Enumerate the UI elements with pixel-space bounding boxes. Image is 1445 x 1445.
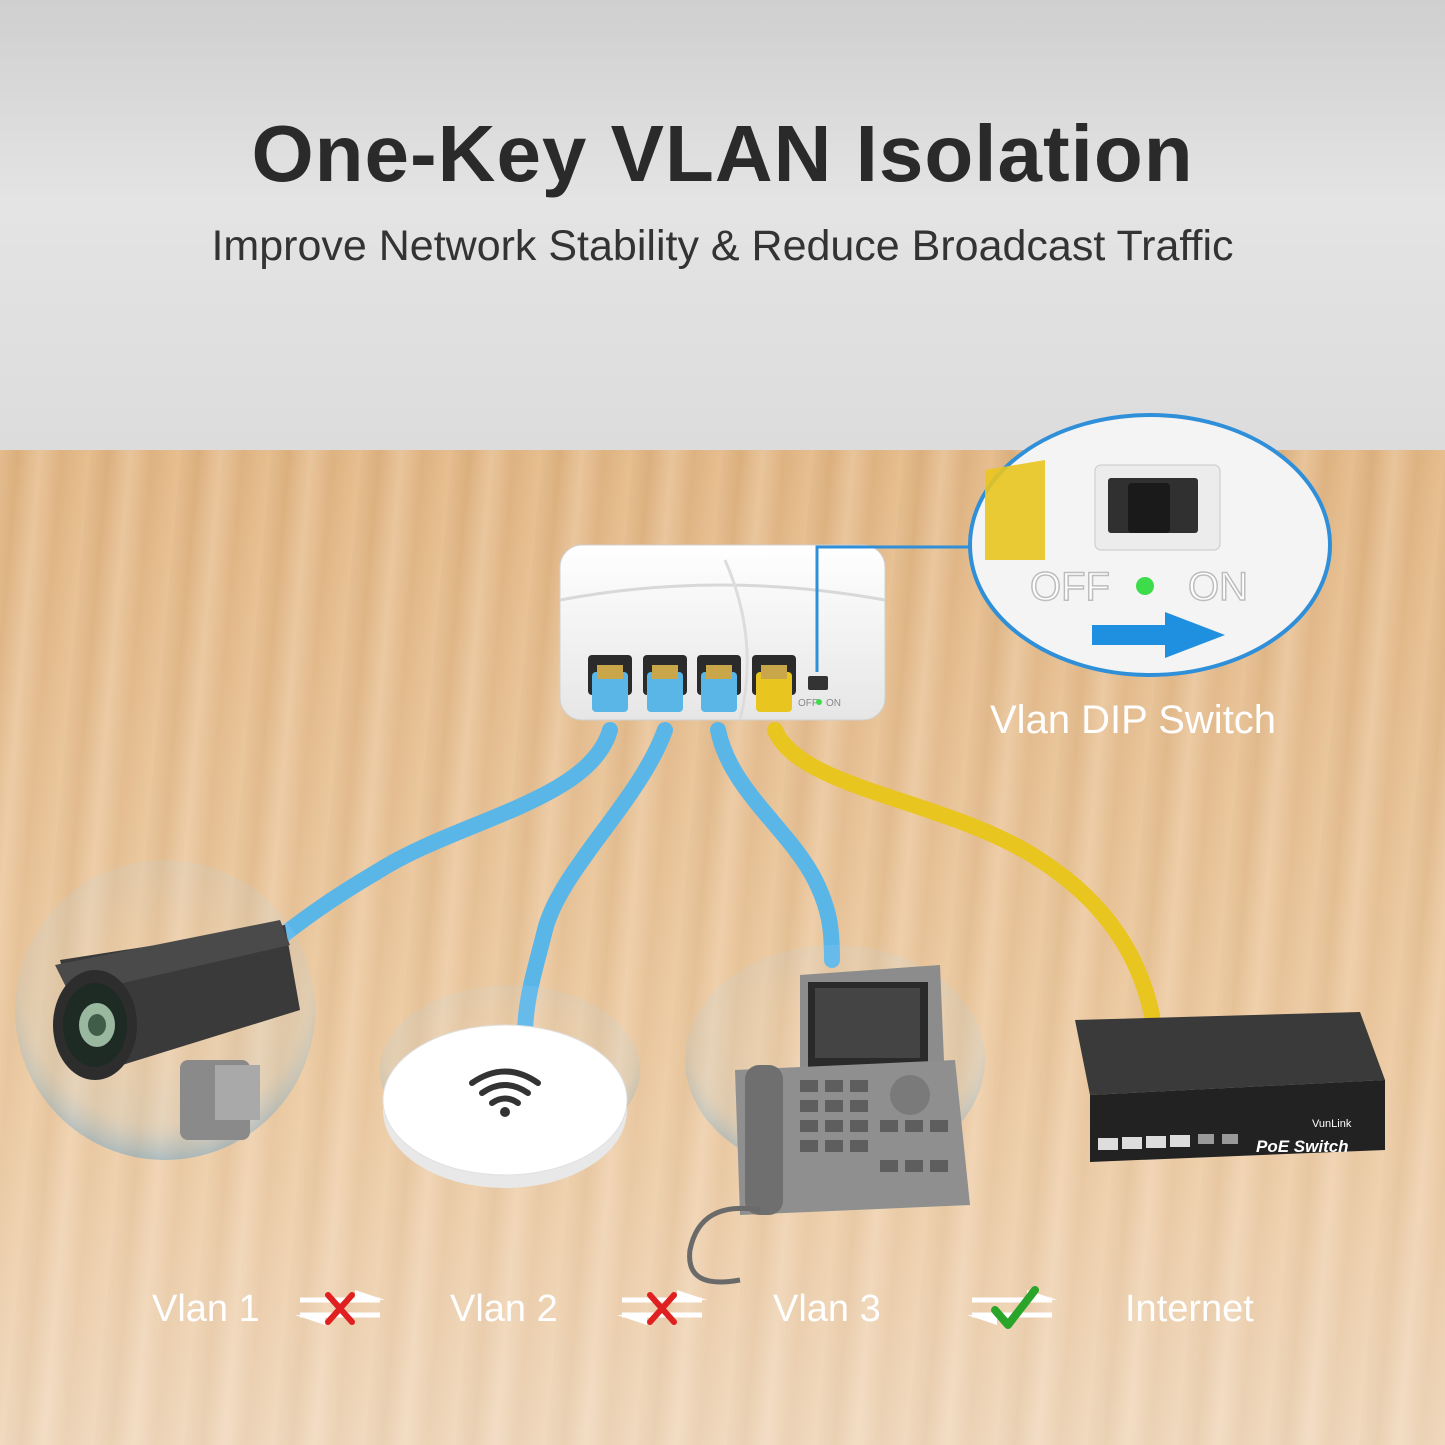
vlan-1-label: Vlan 1 [152,1288,260,1330]
callout-connector-line [815,545,972,672]
link-icon-2 [617,1290,707,1325]
callout-on-label: ON [1188,565,1248,609]
blue-cable-phone [710,722,840,968]
callout-magnifier: OFF ON [968,413,1332,677]
rj45-port-2 [643,655,687,712]
page-title: One-Key VLAN Isolation [251,109,1194,198]
wifi-icon [469,1068,541,1117]
security-camera-icon [53,920,300,1140]
wall-background [0,0,1445,450]
rj45-port-1 [588,655,632,712]
access-point-device [382,1024,628,1188]
mini-led [816,699,822,705]
arrow-right-icon [1092,612,1225,658]
poe-brand-label: VunLink [1312,1118,1352,1130]
ip-phone-device [687,965,970,1285]
poe-port-2 [1122,1137,1142,1149]
poe-switch-label: PoE Switch [1256,1137,1349,1156]
callout-off-label: OFF [1030,565,1110,609]
vlan-2-label: Vlan 2 [450,1288,558,1330]
poe-port-1 [1098,1138,1118,1150]
poe-port-3 [1146,1136,1166,1148]
rj45-port-4 [752,655,796,712]
rj45-port-3 [697,655,741,712]
poe-switch-device: VunLink PoE Switch [1075,1012,1385,1162]
yellow-cable-internet [767,722,1160,1023]
vlan-3-label: Vlan 3 [773,1288,881,1330]
cross-icon [325,1292,355,1325]
link-icon-1 [295,1290,385,1325]
blue-cable-camera [262,722,618,953]
poe-port-4 [1170,1135,1190,1147]
link-icon-3 [967,1286,1057,1329]
phone-handset [745,1065,783,1215]
poe-sfp-1 [1198,1134,1214,1144]
check-icon [991,1286,1039,1329]
page-subtitle: Improve Network Stability & Reduce Broad… [211,222,1234,270]
status-led [1136,577,1154,595]
vlan-switch-device: OFF ON [559,544,886,721]
mini-off-label: OFF [798,698,818,709]
phone-cord [687,1205,761,1285]
cross-icon [647,1292,677,1325]
mini-on-label: ON [826,698,841,709]
internet-label: Internet [1125,1288,1254,1330]
dip-switch-toggle [1128,483,1170,533]
poe-sfp-2 [1222,1134,1238,1144]
callout-caption: Vlan DIP Switch [990,698,1277,742]
mini-dip-switch [808,676,828,690]
